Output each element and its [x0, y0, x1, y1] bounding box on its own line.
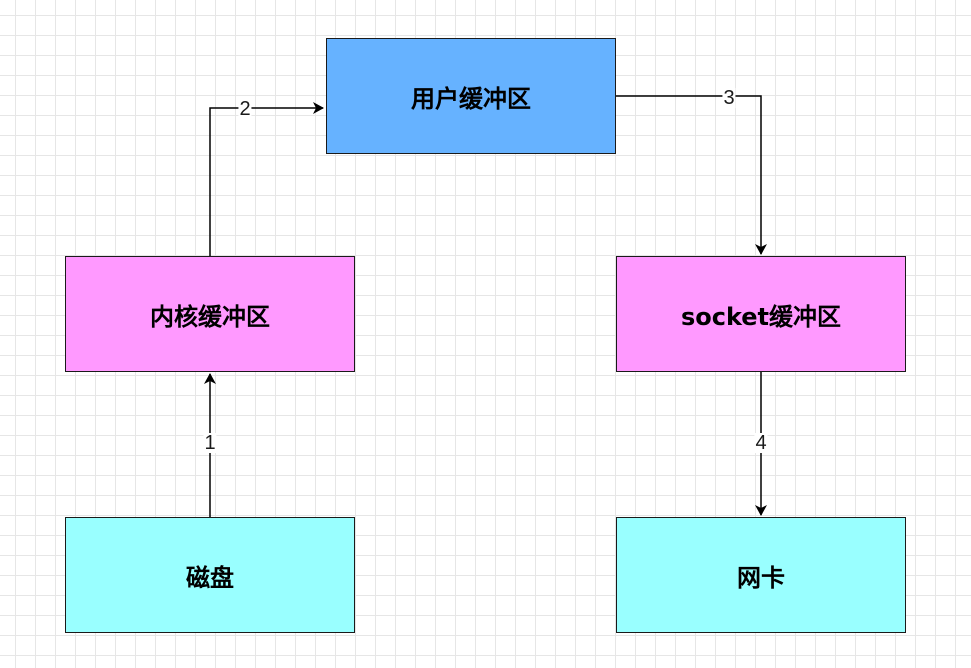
- disk-node: 磁盘: [65, 517, 355, 633]
- kernel-buffer-node: 内核缓冲区: [65, 256, 355, 372]
- disk-label: 磁盘: [186, 563, 234, 592]
- nic-label: 网卡: [737, 563, 785, 592]
- socket-buffer-label: socket缓冲区: [680, 302, 842, 331]
- kernel-buffer-label: 内核缓冲区: [150, 302, 270, 331]
- socket-buffer-node: socket缓冲区: [616, 256, 906, 372]
- edge-label-2: 2: [238, 98, 252, 120]
- nic-node: 网卡: [616, 517, 906, 633]
- edge-user-to-socket: [616, 95, 767, 255]
- user-buffer-node: 用户缓冲区: [326, 38, 616, 154]
- edge-label-4: 4: [754, 432, 768, 454]
- edge-kernel-to-user: [209, 102, 324, 256]
- edge-label-1: 1: [203, 432, 217, 454]
- edge-label-3: 3: [722, 87, 736, 109]
- user-buffer-label: 用户缓冲区: [411, 84, 531, 113]
